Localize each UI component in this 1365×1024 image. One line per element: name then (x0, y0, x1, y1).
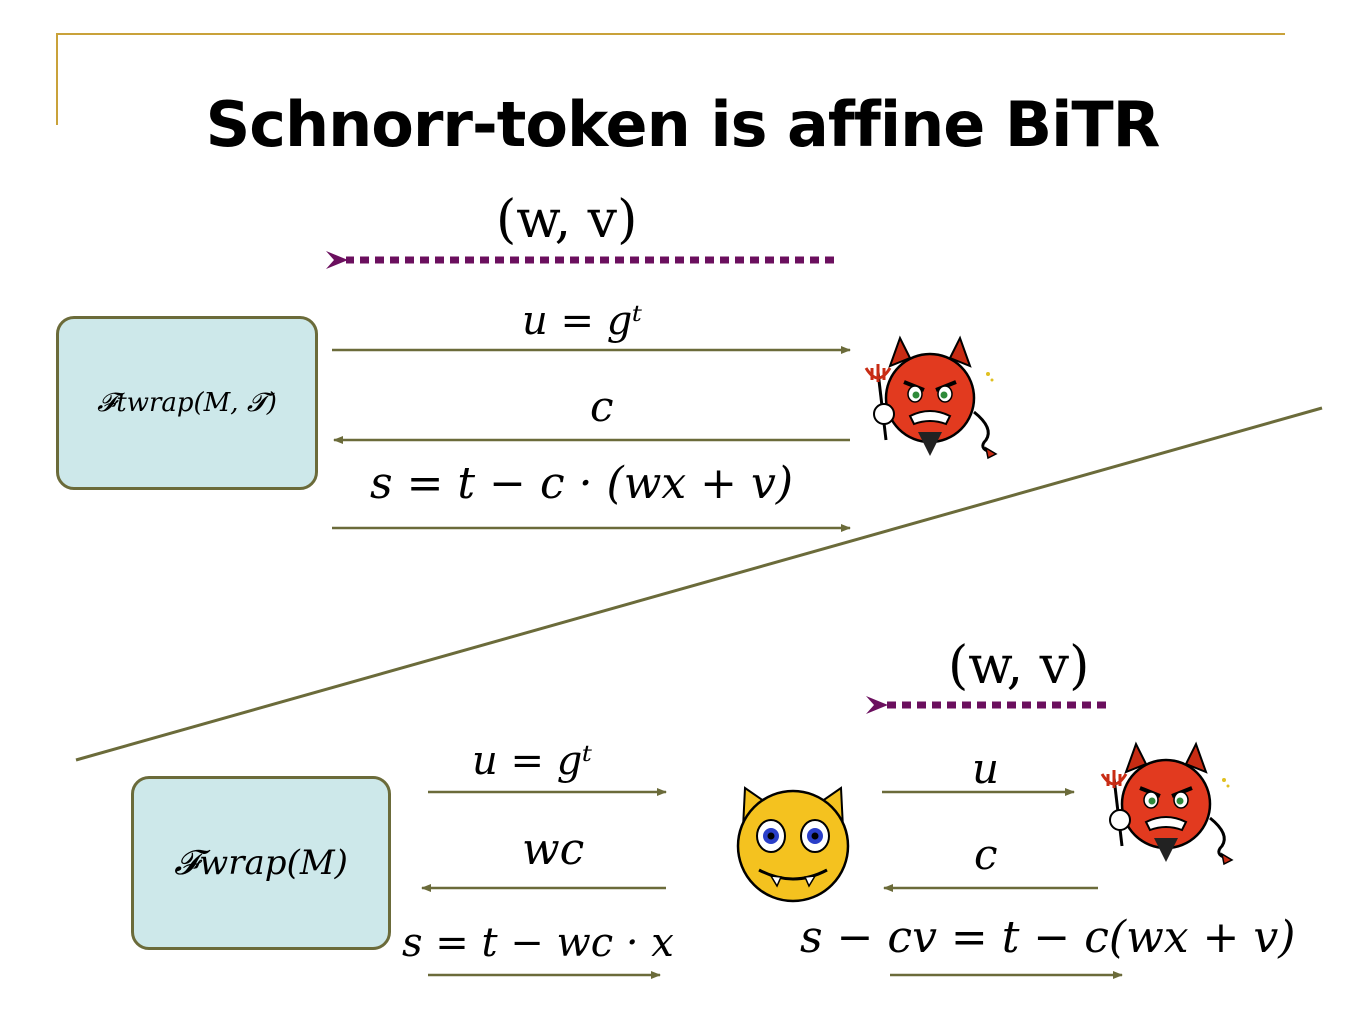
frame-left-rule (56, 33, 58, 125)
diagonal-separator (75, 406, 1323, 762)
wrap-box-label: 𝓕wrap(M) (174, 843, 348, 883)
bottom-left-msg-u: u = gᵗ (472, 738, 593, 784)
smiley-devil-icon (736, 786, 850, 903)
top-msg-c: c (590, 382, 614, 431)
bottom-left-msg-s: s = t − wc · x (402, 920, 674, 966)
twrap-box-label: 𝓕twrap(M, 𝓣) (97, 387, 277, 418)
bottom-left-msg-wc: wc (522, 824, 585, 875)
top-msg-s: s = t − c · (wx + v) (370, 458, 794, 509)
devil-icon (1100, 741, 1234, 866)
frame-top-rule (57, 33, 1285, 35)
bottom-right-msg-c: c (974, 830, 998, 879)
bottom-right-msg-u: u (972, 744, 1000, 793)
top-msg-u: u = gᵗ (522, 298, 643, 344)
bottom-right-msg-s: s − cv = t − c(wx + v) (800, 912, 1296, 963)
functionality-box-wrap: 𝓕wrap(M) (131, 776, 391, 950)
devil-icon (864, 335, 998, 460)
top-wv-label: (w, v) (496, 190, 638, 250)
bottom-wv-label: (w, v) (948, 636, 1090, 696)
functionality-box-twrap: 𝓕twrap(M, 𝓣) (56, 316, 318, 490)
slide-title: Schnorr-token is affine BiTR (205, 88, 1161, 161)
